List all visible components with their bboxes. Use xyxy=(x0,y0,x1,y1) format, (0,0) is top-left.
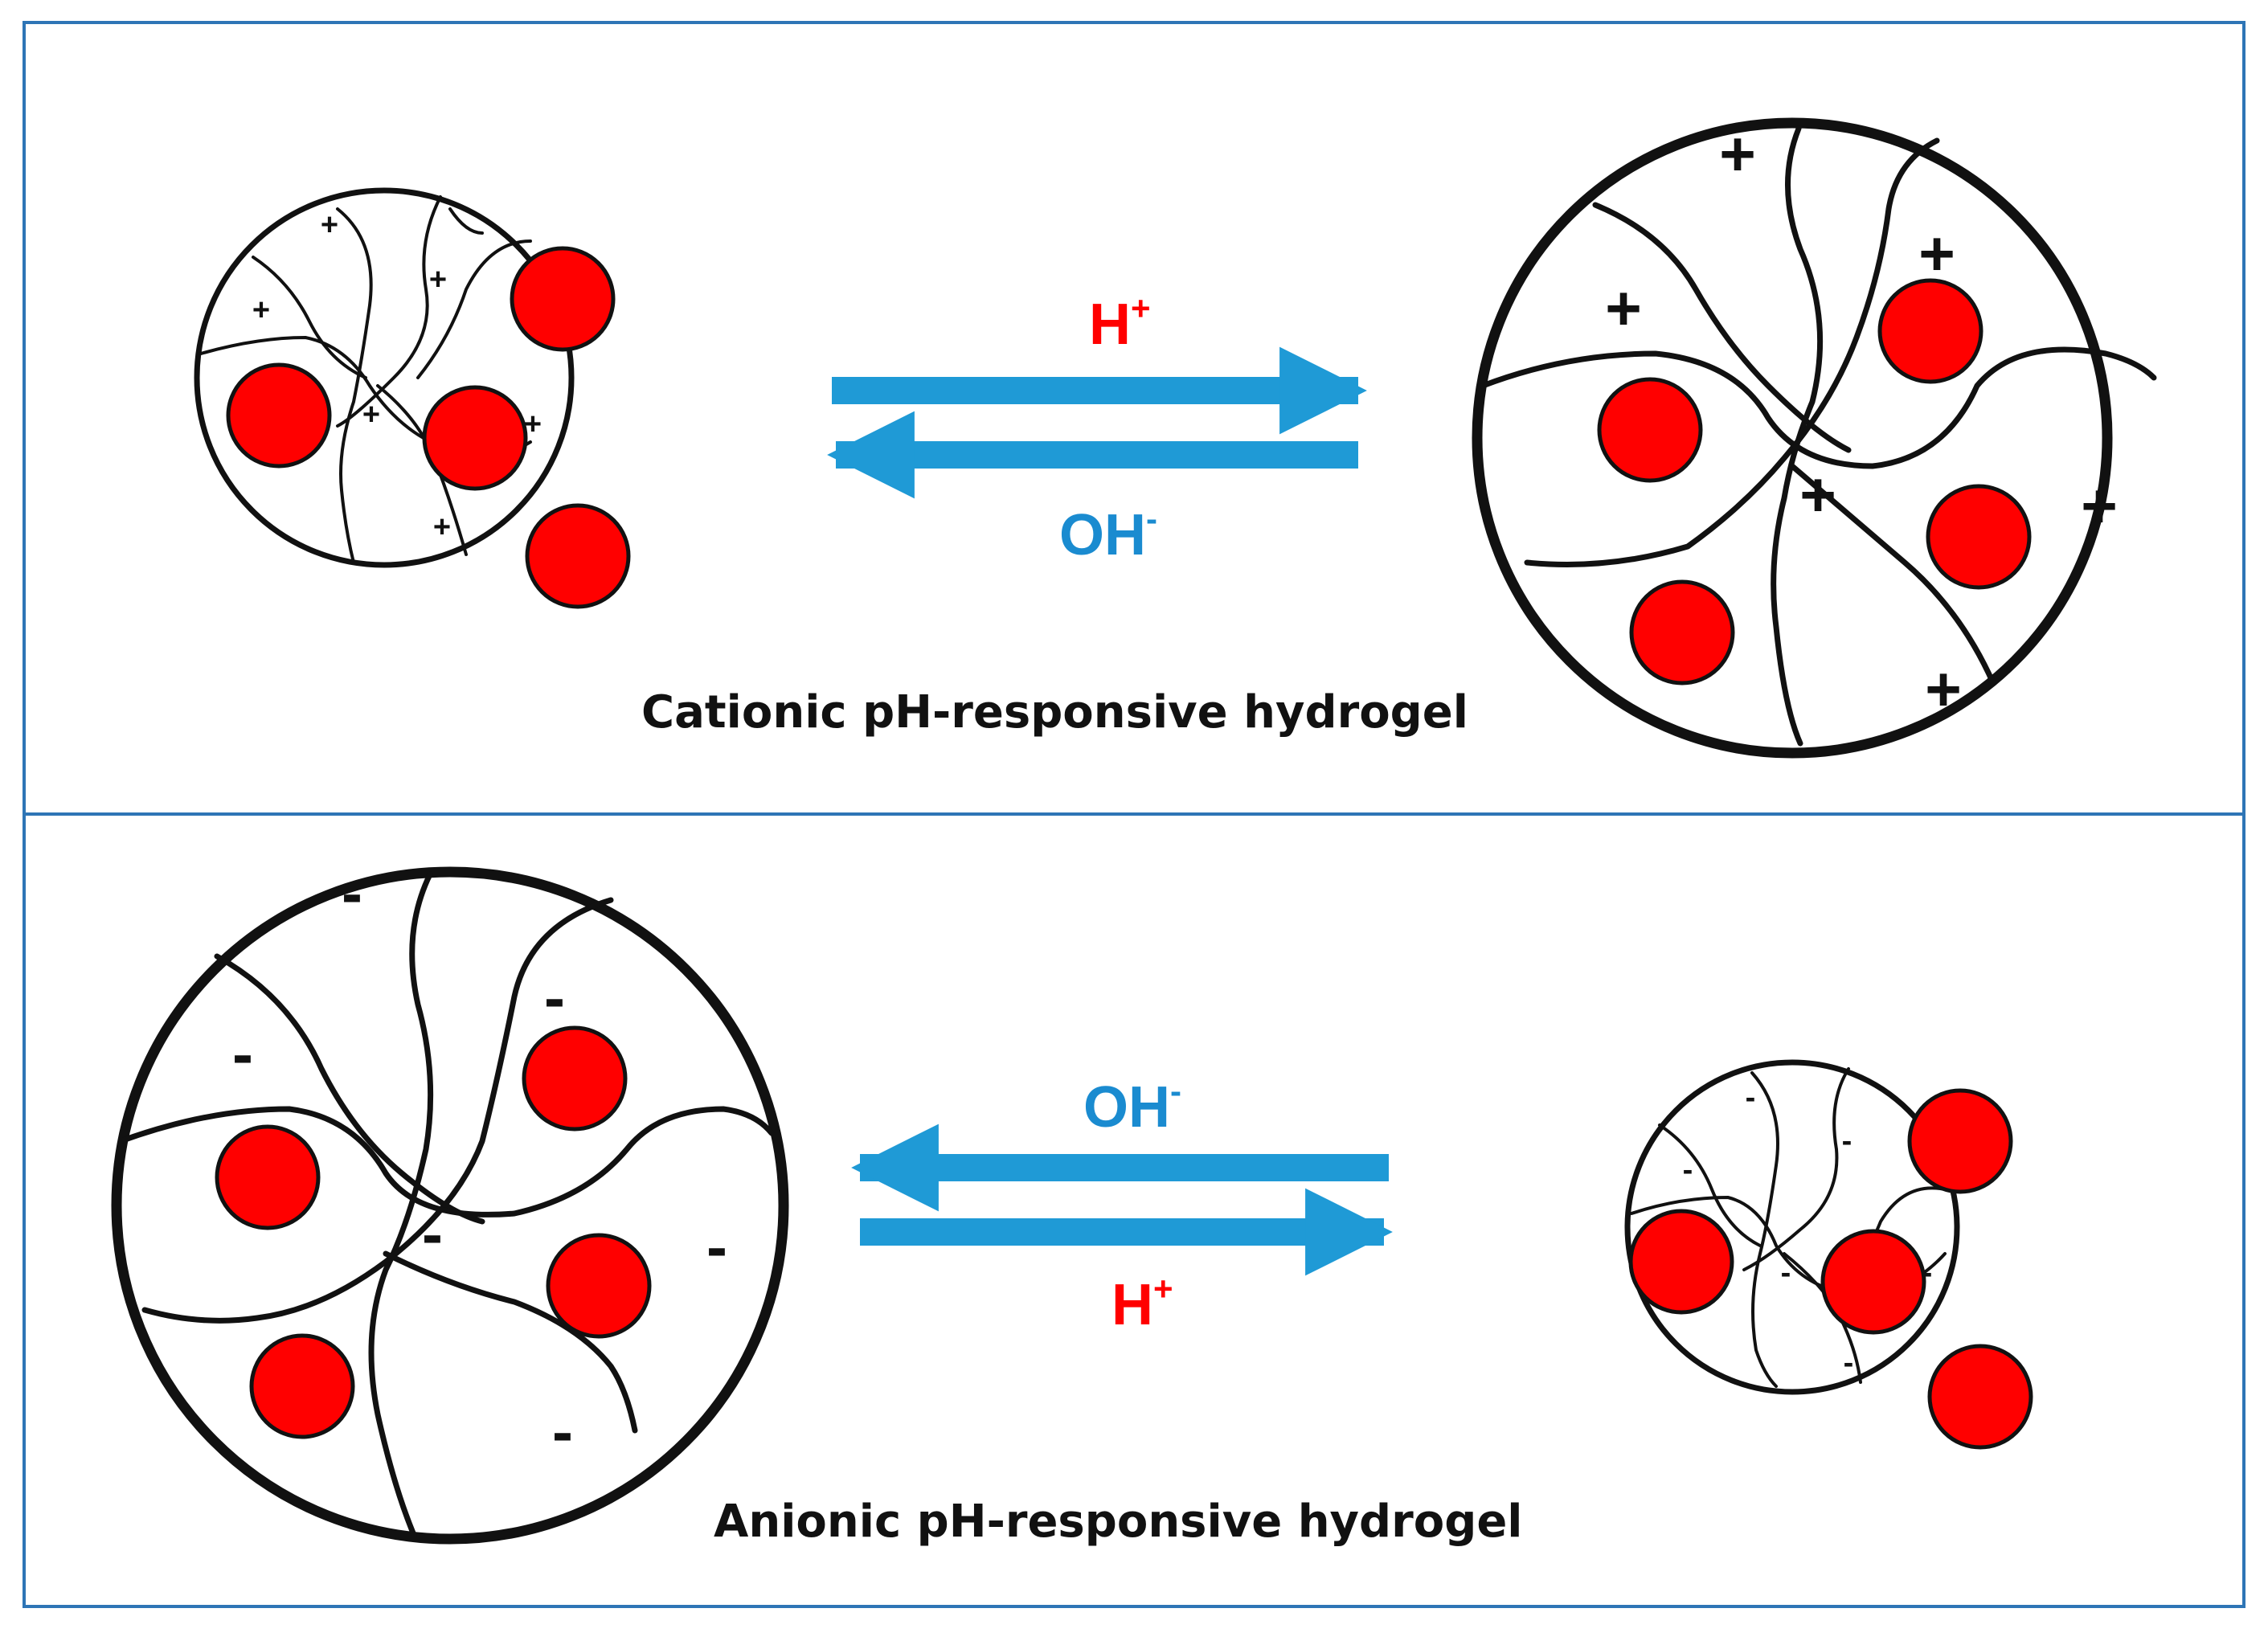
charge-sign: - xyxy=(1781,1256,1791,1290)
charge-sign: - xyxy=(422,1198,443,1269)
drug-molecule xyxy=(1628,1209,1734,1315)
charge-sign: + xyxy=(1925,653,1962,724)
charge-sign: - xyxy=(342,857,362,928)
anionic-swollen-hydrogel: - - - - - - xyxy=(111,857,789,1545)
anionic-equilibrium: OH- H+ xyxy=(851,1072,1393,1337)
reverse-ion-label: H+ xyxy=(1111,1270,1173,1337)
drug-molecule xyxy=(525,503,631,609)
cationic-swollen-charges: + + + + + + xyxy=(1605,118,2118,724)
charge-sign: + xyxy=(1918,218,1955,289)
drug-molecule xyxy=(546,1233,652,1339)
charge-sign: - xyxy=(1844,1346,1854,1380)
cationic-collapsed-charges: + + + + + + xyxy=(252,208,542,544)
charge-sign: - xyxy=(706,1211,727,1282)
cationic-caption: Cationic pH-responsive hydrogel xyxy=(641,686,1468,739)
drug-molecule xyxy=(1629,579,1735,685)
drug-molecule xyxy=(249,1333,355,1439)
charge-sign: + xyxy=(433,510,451,544)
drug-molecule xyxy=(1927,1344,2033,1450)
drug-molecule xyxy=(215,1124,321,1230)
charge-sign: + xyxy=(524,407,542,441)
charge-sign: + xyxy=(2081,470,2118,541)
charge-sign: - xyxy=(552,1396,573,1467)
drug-molecule xyxy=(226,362,332,469)
cationic-collapsed-hydrogel: + + + + + + xyxy=(194,187,631,609)
forward-ion-label: OH- xyxy=(1083,1072,1181,1140)
drug-molecule xyxy=(1820,1229,1926,1335)
drug-molecule xyxy=(1877,278,1983,384)
drug-molecule xyxy=(1926,484,2032,590)
charge-sign: + xyxy=(1799,459,1836,530)
cationic-swollen-hydrogel: + + + + + + xyxy=(1472,117,2157,759)
anionic-panel-frame xyxy=(23,812,2245,1608)
anionic-swollen-charges: - - - - - - xyxy=(232,857,727,1467)
drug-molecule xyxy=(1907,1088,2013,1194)
forward-ion-label: H+ xyxy=(1089,289,1151,357)
charge-sign: + xyxy=(429,263,447,297)
charge-sign: - xyxy=(232,1018,253,1089)
charge-sign: - xyxy=(1842,1124,1852,1158)
reverse-ion-label: OH- xyxy=(1059,500,1157,567)
charge-sign: + xyxy=(1719,118,1756,189)
anionic-caption: Anionic pH-responsive hydrogel xyxy=(714,1496,1523,1548)
charge-sign: + xyxy=(321,208,338,242)
charge-sign: - xyxy=(544,962,565,1033)
charge-sign: - xyxy=(1683,1153,1693,1187)
charge-sign: + xyxy=(362,398,380,432)
cationic-equilibrium: H+ OH- xyxy=(827,289,1367,567)
drug-molecule xyxy=(510,246,616,352)
charge-sign: + xyxy=(1605,272,1642,343)
charge-sign: + xyxy=(252,293,270,327)
drug-molecule xyxy=(522,1025,628,1132)
drug-molecule xyxy=(422,385,528,491)
anionic-collapsed-hydrogel: - - - - - - xyxy=(1624,1059,2033,1450)
drug-molecule xyxy=(1597,377,1703,483)
charge-sign: - xyxy=(1746,1081,1756,1115)
